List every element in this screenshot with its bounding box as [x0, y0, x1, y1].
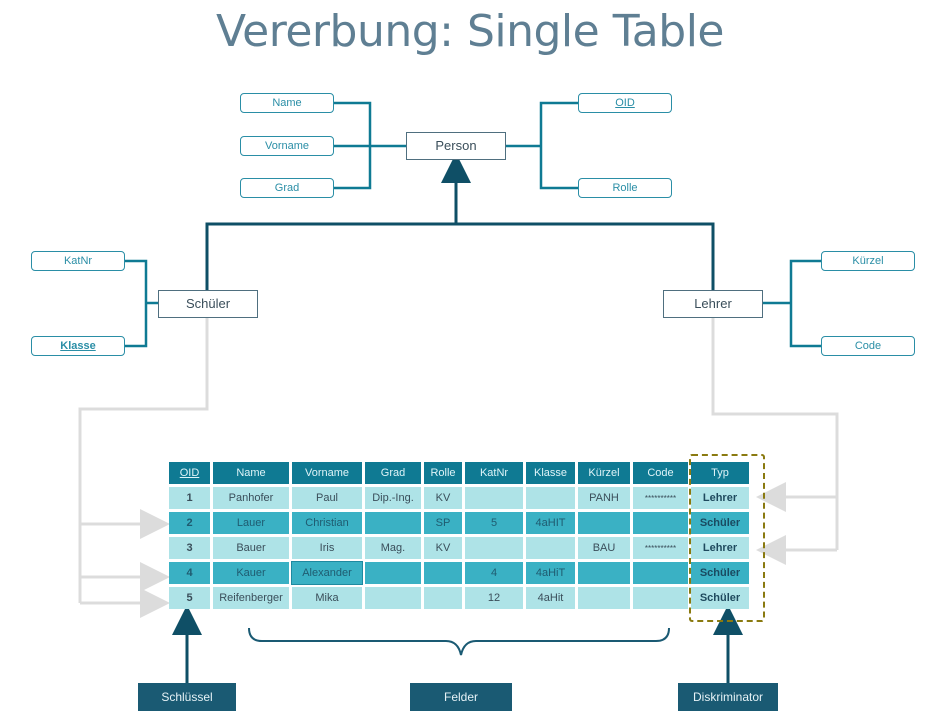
cell-code: [633, 587, 688, 609]
schueler-bracket: [125, 259, 158, 348]
cell-name: Reifenberger: [213, 587, 289, 609]
cell-typ: Schüler: [691, 587, 749, 609]
inheritance-arrow: [205, 153, 715, 290]
label-fields: Felder: [410, 683, 512, 711]
column-header-katnr: KatNr: [465, 462, 523, 484]
cell-code: [633, 562, 688, 584]
cell-katnr: 5: [465, 512, 523, 534]
cell-rolle: SP: [424, 512, 462, 534]
column-header-rolle: Rolle: [424, 462, 462, 484]
cell-oid: 4: [169, 562, 210, 584]
entity-person: Person: [406, 132, 506, 160]
cell-name: Kauer: [213, 562, 289, 584]
page-title: Vererbung: Single Table: [215, 6, 725, 57]
cell-grad: Mag.: [365, 537, 421, 559]
discriminator-highlight: [689, 454, 765, 622]
table-header-row: OID Name Vorname Grad Rolle KatNr Klasse…: [169, 462, 749, 484]
cell-name: Lauer: [213, 512, 289, 534]
cell-katnr: [465, 537, 523, 559]
cell-code: **********: [633, 487, 688, 509]
label-discriminator: Diskriminator: [678, 683, 778, 711]
cell-typ: Schüler: [691, 512, 749, 534]
cell-name: Panhofer: [213, 487, 289, 509]
cell-klasse: [526, 537, 575, 559]
attr-person-rolle: Rolle: [578, 178, 672, 198]
cell-vorname: Alexander: [291, 561, 363, 585]
cell-grad: [365, 562, 421, 584]
cell-klasse: 4aHIT: [526, 512, 575, 534]
fields-brace: [248, 627, 670, 656]
cell-typ: Schüler: [691, 562, 749, 584]
cell-kuerzel: BAU: [578, 537, 630, 559]
column-header-oid: OID: [169, 462, 210, 484]
cell-rolle: [424, 562, 462, 584]
cell-katnr: 12: [465, 587, 523, 609]
cell-katnr: 4: [465, 562, 523, 584]
cell-kuerzel: [578, 562, 630, 584]
cell-vorname: Iris: [292, 537, 362, 559]
attr-lehrer-kuerzel: Kürzel: [821, 251, 915, 271]
cell-code: [633, 512, 688, 534]
column-header-code: Code: [633, 462, 688, 484]
cell-kuerzel: [578, 512, 630, 534]
single-table: OID Name Vorname Grad Rolle KatNr Klasse…: [166, 459, 752, 612]
column-header-typ: Typ: [691, 462, 749, 484]
entity-schueler: Schüler: [158, 290, 258, 318]
attr-person-name: Name: [240, 93, 334, 113]
cell-oid: 2: [169, 512, 210, 534]
cell-klasse: 4aHiT: [526, 562, 575, 584]
attr-person-oid: OID: [578, 93, 672, 113]
cell-oid: 3: [169, 537, 210, 559]
cell-rolle: KV: [424, 537, 462, 559]
cell-name: Bauer: [213, 537, 289, 559]
cell-vorname: Paul: [292, 487, 362, 509]
column-header-label: OID: [179, 467, 200, 479]
cell-code: **********: [633, 537, 688, 559]
column-header-klasse: Klasse: [526, 462, 575, 484]
cell-grad: [365, 587, 421, 609]
attr-schueler-klasse: Klasse: [31, 336, 125, 356]
schueler-row-connectors: [78, 317, 209, 618]
attr-schueler-katnr: KatNr: [31, 251, 125, 271]
cell-kuerzel: PANH: [578, 487, 630, 509]
column-header-vorname: Vorname: [292, 462, 362, 484]
person-left-bracket: [333, 101, 406, 190]
cell-rolle: KV: [424, 487, 462, 509]
cell-vorname: Mika: [292, 587, 362, 609]
lehrer-row-connectors: [711, 317, 839, 565]
column-header-name: Name: [213, 462, 289, 484]
lehrer-bracket: [762, 259, 821, 348]
entity-lehrer: Lehrer: [663, 290, 763, 318]
person-right-bracket: [506, 101, 578, 190]
cell-grad: [365, 512, 421, 534]
cell-vorname: Christian: [292, 512, 362, 534]
cell-typ: Lehrer: [691, 487, 749, 509]
cell-grad: Dip.-Ing.: [365, 487, 421, 509]
cell-rolle: [424, 587, 462, 609]
attr-person-grad: Grad: [240, 178, 334, 198]
attr-lehrer-code: Code: [821, 336, 915, 356]
cell-katnr: [465, 487, 523, 509]
attr-person-vorname: Vorname: [240, 136, 334, 156]
cell-oid: 1: [169, 487, 210, 509]
column-header-grad: Grad: [365, 462, 421, 484]
cell-klasse: [526, 487, 575, 509]
cell-kuerzel: [578, 587, 630, 609]
cell-oid: 5: [169, 587, 210, 609]
label-key: Schlüssel: [138, 683, 236, 711]
cell-typ: Lehrer: [691, 537, 749, 559]
cell-klasse: 4aHit: [526, 587, 575, 609]
column-header-kuerzel: Kürzel: [578, 462, 630, 484]
